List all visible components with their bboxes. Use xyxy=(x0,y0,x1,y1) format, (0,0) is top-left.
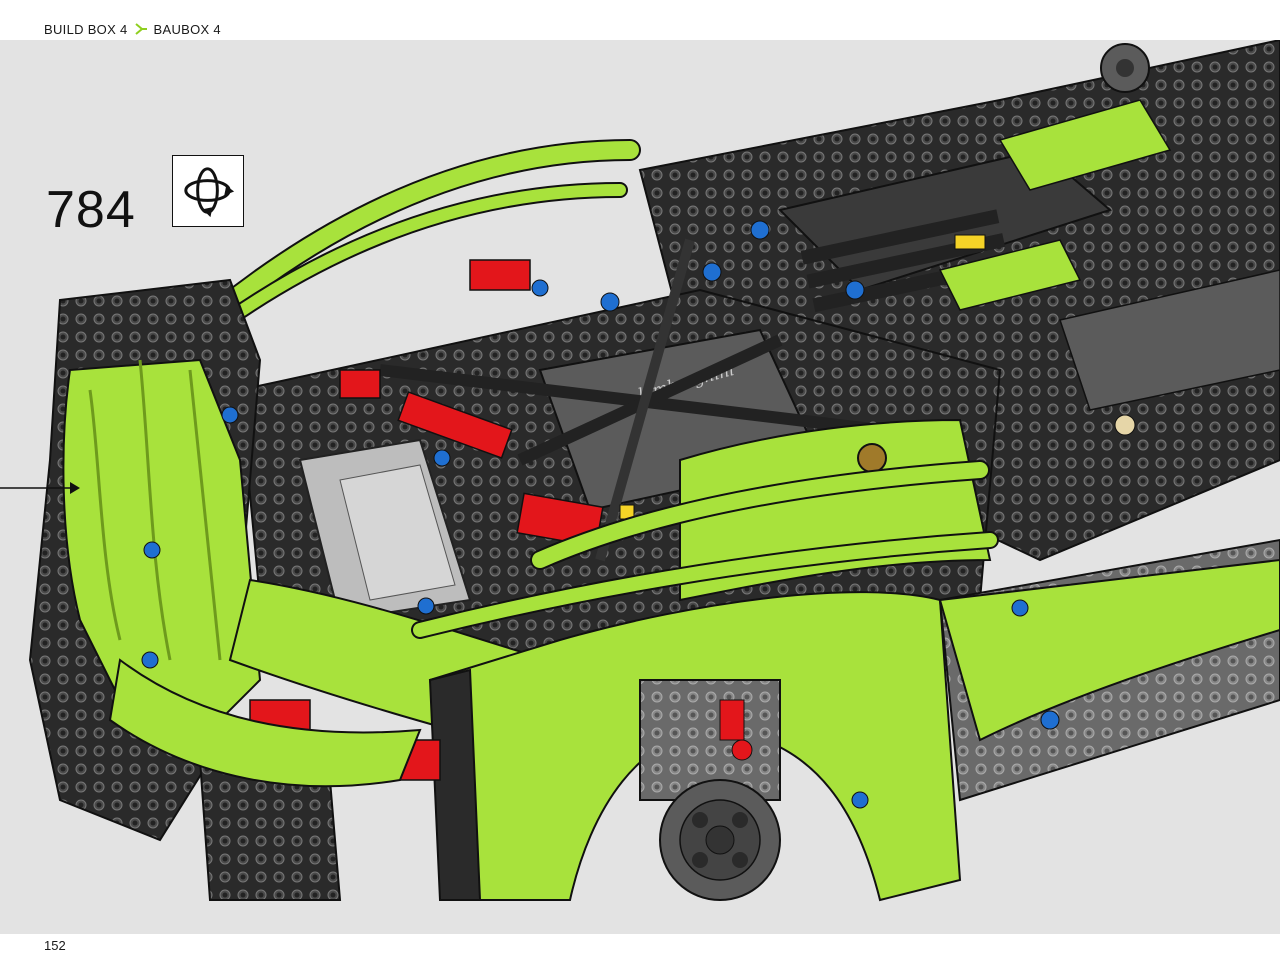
step-number: 784 xyxy=(46,181,136,239)
pointer-arrow-icon xyxy=(0,482,80,494)
page-number: 152 xyxy=(44,938,66,953)
lower-front-block xyxy=(108,658,422,901)
lego-car-illustration: lamborghini xyxy=(28,40,1280,902)
baubox-label: BAUBOX 4 xyxy=(153,21,221,37)
page-header: BUILD BOX 4 BAUBOX 4 xyxy=(44,19,221,39)
front-body xyxy=(28,278,999,902)
wheel-hub xyxy=(639,679,781,901)
lime-chevron-icon xyxy=(134,23,147,35)
side-sill xyxy=(851,538,1280,809)
build-box-label: BUILD BOX 4 xyxy=(44,21,128,37)
rotate-model-icon xyxy=(172,155,244,227)
top-lime-arcs xyxy=(192,139,641,348)
illustration-canvas: lamborghini xyxy=(0,40,1280,934)
